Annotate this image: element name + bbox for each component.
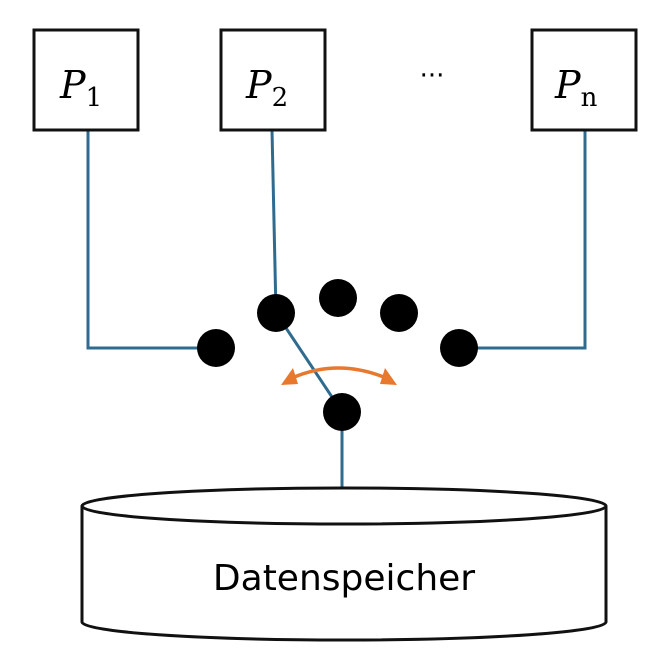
process-box-p1: P1 (32, 28, 140, 132)
switch-node (197, 329, 235, 367)
process-index: 2 (272, 83, 289, 113)
switch-nodes (197, 279, 478, 431)
storage-cylinder: Datenspeicher (80, 486, 608, 642)
process-box-p2: P2 (219, 28, 327, 132)
line-p1-to-switch (86, 130, 216, 350)
process-letter: P (245, 63, 273, 107)
switch-node (440, 329, 478, 367)
process-box-pn: Pn (530, 28, 638, 132)
ellipsis: ··· (420, 61, 445, 91)
switch-node (319, 279, 357, 317)
storage-label: Datenspeicher (213, 558, 475, 599)
switch-pivot-node (323, 393, 361, 431)
svg-text:P1: P1 (59, 63, 102, 113)
connection-lines (86, 129, 587, 492)
process-letter: P (59, 63, 87, 107)
svg-text:Pn: Pn (554, 63, 598, 113)
process-index: n (581, 83, 598, 113)
line-pn-to-switch (459, 130, 587, 350)
switch-lever (274, 312, 344, 413)
switch-rotation-arrow (281, 366, 397, 385)
switch-node (380, 294, 418, 332)
line-p2-to-switch (270, 129, 278, 314)
switch-node (257, 294, 295, 332)
process-index: 1 (86, 83, 103, 113)
svg-text:P2: P2 (245, 63, 288, 113)
process-letter: P (554, 63, 582, 107)
